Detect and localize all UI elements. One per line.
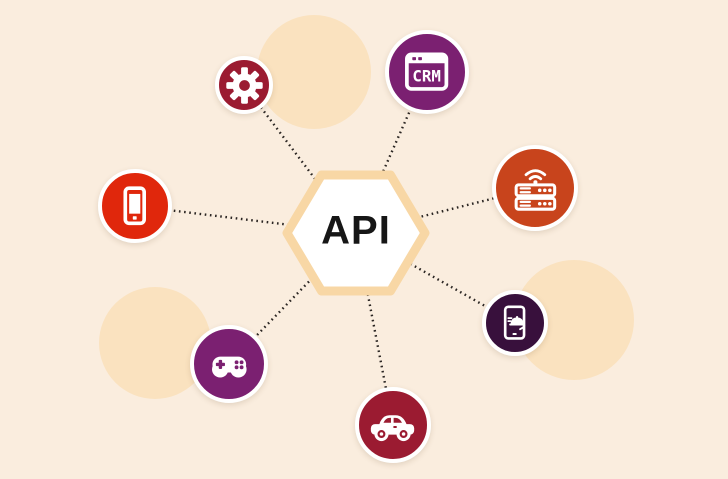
gear-icon [225,66,263,104]
background-blob [99,287,211,399]
car-icon [371,415,415,442]
node-mobile [98,169,172,243]
phone-food-delivery-icon [504,305,526,341]
crm-label: CRM [413,67,442,86]
background-blob [514,260,634,380]
api-hexagon-label: API [321,208,391,253]
crm-browser-icon: CRM [405,52,449,92]
smartphone-icon [123,186,147,226]
node-settings [215,56,273,114]
gamepad-icon [211,356,247,378]
node-gaming [190,325,268,403]
api-hexagon [282,170,430,296]
node-server [492,145,578,231]
background-blob [257,15,371,129]
wireless-server-icon [514,168,556,211]
node-crm: CRM [385,30,469,114]
node-car [355,387,431,463]
node-food-delivery [482,290,548,356]
